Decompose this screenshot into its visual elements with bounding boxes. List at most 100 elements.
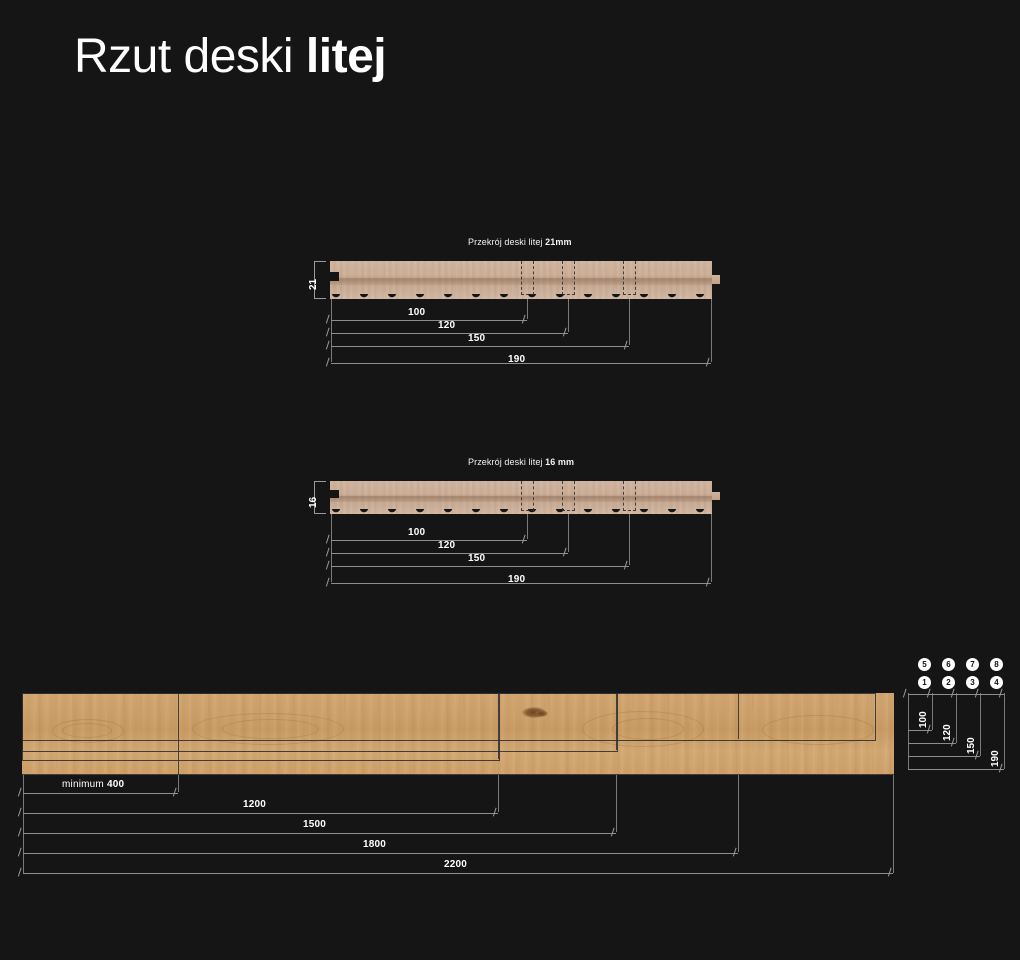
page-title-light: Rzut deski [74,30,306,83]
dim-label-2200: 2200 [444,859,468,870]
dim-line-190-21 [331,363,711,364]
legend-label-100: 100 [918,711,929,728]
legend-ext-150 [980,693,981,756]
cross-section-16mm: Przekrój deski litej 16 mm 16 100 120 [0,220,1020,600]
dim-line-100-16 [331,540,527,541]
tongue-16 [712,492,720,500]
legend-rule-120 [908,743,956,744]
dim-label-400-prefix: minimum [62,779,107,790]
legend-tick-100 [926,688,940,701]
profile-mark-150-21 [623,261,636,295]
cross-section-16mm-title-prefix: Przekrój deski litej [468,457,546,467]
variant-badge-1[interactable]: 1 [918,676,931,689]
dim-line-150-16 [331,566,629,567]
page-title: Rzut deski litej [74,25,387,89]
ext-line-2200-plan [893,775,894,873]
dim-label-150-16: 150 [468,553,486,564]
legend-tick-120 [950,688,964,701]
dim-label-120-16: 120 [438,540,456,551]
dim-line-1800 [23,853,738,854]
length-divider-400 [178,693,179,775]
dim-label-1800: 1800 [363,839,387,850]
variant-badge-5[interactable]: 5 [918,658,931,671]
ext-line-origin-21 [331,299,332,362]
cross-section-16mm-title: Przekrój deski litej 16 mm [468,457,574,467]
ext-line-120-21 [568,299,569,332]
groove-notch-16 [330,490,339,498]
profile-mark-120-16 [562,481,575,511]
variant-badge-3[interactable]: 3 [966,676,979,689]
ext-line-origin-plan [23,775,24,873]
dim-label-400-value: 400 [106,779,125,790]
variant-badge-4[interactable]: 4 [990,676,1003,689]
legend-rule-150 [908,756,980,757]
ext-line-1200-plan [498,775,499,812]
page-title-bold: litej [305,30,387,83]
legend-rule-190 [908,769,1004,770]
legend-tick-190 [998,688,1012,701]
tongue-21 [712,275,720,284]
length-divider-1800 [738,693,739,739]
profile-mark-100-16 [521,481,534,511]
ext-line-190-16 [711,514,712,582]
legend-tick-origin [902,688,916,701]
width-outline-150 [22,693,500,761]
cross-section-21mm: Przekrój deski litej 21mm 21 [0,0,1020,380]
dim-label-1500: 1500 [303,819,327,830]
groove-notch-21 [330,272,339,281]
variant-badge-8[interactable]: 8 [990,658,1003,671]
dim-line-120-16 [331,553,568,554]
plank-plan-view [22,693,894,775]
dim-label-100-16: 100 [408,527,426,538]
dim-label-100-21: 100 [408,307,426,318]
variant-badge-6[interactable]: 6 [942,658,955,671]
dim-line-400 [23,793,178,794]
variant-badge-2[interactable]: 2 [942,676,955,689]
dim-line-2200 [23,873,893,874]
ext-line-400-plan [178,775,179,792]
dim-line-120-21 [331,333,568,334]
wood-knot [534,710,548,717]
legend-ext-190 [1004,693,1005,769]
profile-mark-150-16 [623,481,636,511]
ext-line-1500-plan [616,775,617,832]
ext-line-120-16 [568,514,569,552]
ext-line-150-21 [629,299,630,345]
legend-ext-120 [956,693,957,743]
cross-section-21mm-title-prefix: Przekrój deski litej [468,237,546,247]
profile-mark-120-21 [562,261,575,295]
ext-line-origin-16 [331,514,332,582]
ext-line-100-16 [527,514,528,539]
ext-line-190-21 [711,299,712,362]
dim-label-400: minimum 400 [62,779,124,790]
profile-mark-100-21 [521,261,534,295]
legend-label-190: 190 [990,750,1001,767]
width-rule-190 [22,774,894,775]
dim-line-190-16 [331,583,711,584]
dim-line-100-21 [331,320,527,321]
legend-label-150: 150 [966,737,977,754]
dim-label-190-21: 190 [508,354,526,365]
legend-ext-100 [932,693,933,730]
legend-label-120: 120 [942,724,953,741]
ext-line-100-21 [527,299,528,319]
dim-label-150-21: 150 [468,333,486,344]
dim-label-120-21: 120 [438,320,456,331]
length-divider-1500 [616,693,617,750]
cross-section-21mm-title: Przekrój deski litej 21mm [468,237,572,247]
cross-section-21mm-title-value: 21mm [545,237,572,247]
variant-badge-7[interactable]: 7 [966,658,979,671]
legend-ext-origin [908,693,909,769]
length-divider-1200 [498,693,499,759]
legend-tick-150 [974,688,988,701]
dim-line-1500 [23,833,616,834]
dim-line-1200 [23,813,498,814]
dim-label-1200: 1200 [243,799,267,810]
cross-section-16mm-title-value: 16 mm [545,457,575,467]
legend-rule-100 [908,730,932,731]
legend-rule-top [908,694,1004,695]
ext-line-150-16 [629,514,630,565]
